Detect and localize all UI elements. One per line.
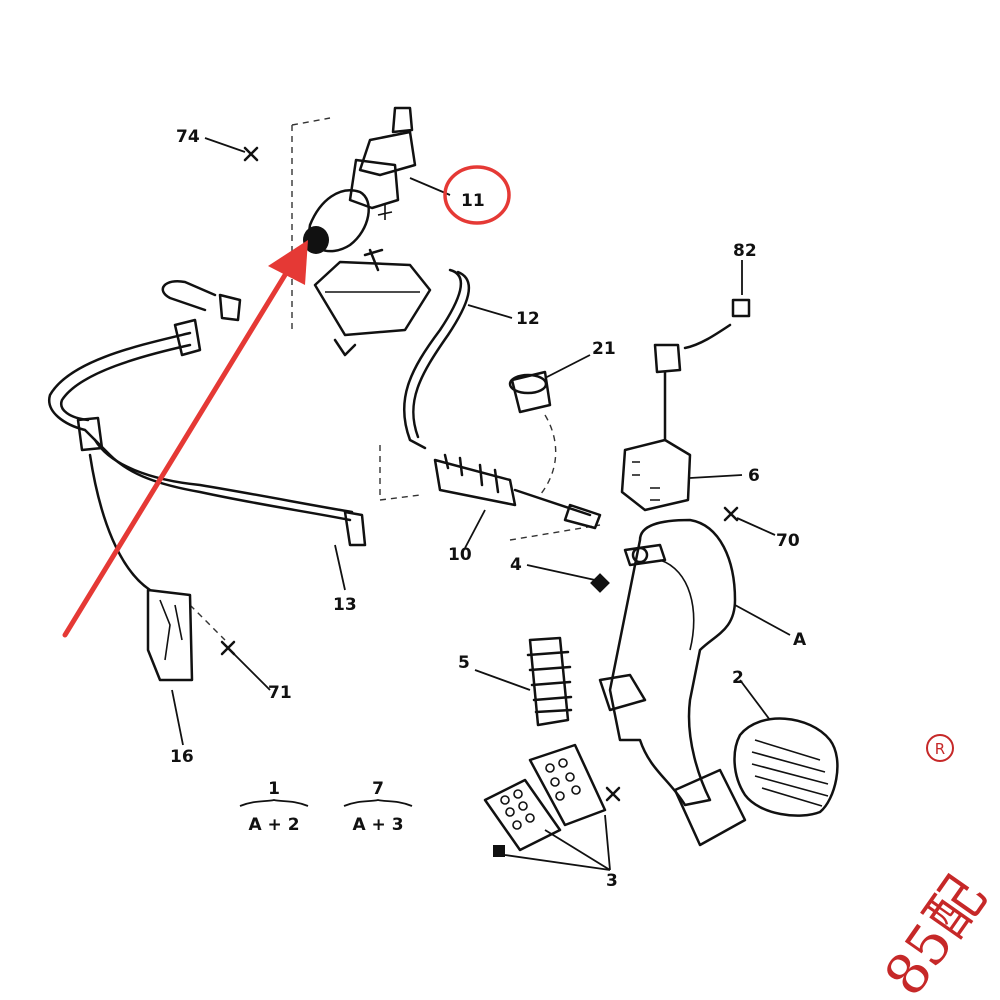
watermark-text: 85配 xyxy=(872,866,998,1000)
bushing-part xyxy=(508,370,557,496)
label-12: 12 xyxy=(516,309,540,329)
switch-part xyxy=(620,298,751,512)
highlight-arrow-head xyxy=(268,240,308,285)
watermark: 85配 R xyxy=(872,734,999,1000)
variant-7-formula: A + 3 xyxy=(352,815,403,835)
pedal-covers-part xyxy=(483,743,607,857)
registered-letter: R xyxy=(935,740,945,758)
label-2: 2 xyxy=(732,668,744,688)
callout-labels: 74 11 82 12 21 6 70 10 4 13 A 5 2 71 16 … xyxy=(170,127,807,891)
variant-1-number: 1 xyxy=(268,779,280,799)
label-A: A xyxy=(793,630,807,650)
label-10: 10 xyxy=(448,545,472,565)
spring-part xyxy=(526,636,647,727)
hose-part xyxy=(402,268,471,450)
label-70: 70 xyxy=(776,531,800,551)
label-6: 6 xyxy=(748,466,760,486)
label-16: 16 xyxy=(170,747,194,767)
variant-1: 1 A + 2 xyxy=(239,779,309,835)
fastener-marks xyxy=(220,146,739,802)
label-3: 3 xyxy=(606,871,618,891)
master-cylinder-part xyxy=(303,106,417,254)
label-82: 82 xyxy=(733,241,757,261)
pedal-bracket-part xyxy=(608,518,737,807)
label-5: 5 xyxy=(458,653,470,673)
bracket-part xyxy=(88,453,194,682)
label-13: 13 xyxy=(333,595,357,615)
highlight-annotations xyxy=(62,165,511,638)
variant-7: 7 A + 3 xyxy=(343,779,413,835)
label-11: 11 xyxy=(461,191,485,211)
label-71: 71 xyxy=(268,683,292,703)
reservoir-part xyxy=(313,248,432,357)
highlight-circle xyxy=(443,165,511,225)
variant-1-formula: A + 2 xyxy=(248,815,299,835)
dashed-guides xyxy=(189,117,601,641)
highlight-arrow-shaft xyxy=(62,272,288,638)
pipe-part xyxy=(48,279,367,547)
registered-mark xyxy=(926,734,954,762)
variant-7-number: 7 xyxy=(372,779,384,799)
label-4: 4 xyxy=(510,555,522,575)
label-74: 74 xyxy=(176,127,200,147)
pushrod-part xyxy=(433,453,602,530)
pedal-pad-part xyxy=(673,717,839,847)
leader-lines xyxy=(171,137,791,871)
label-21: 21 xyxy=(592,339,616,359)
